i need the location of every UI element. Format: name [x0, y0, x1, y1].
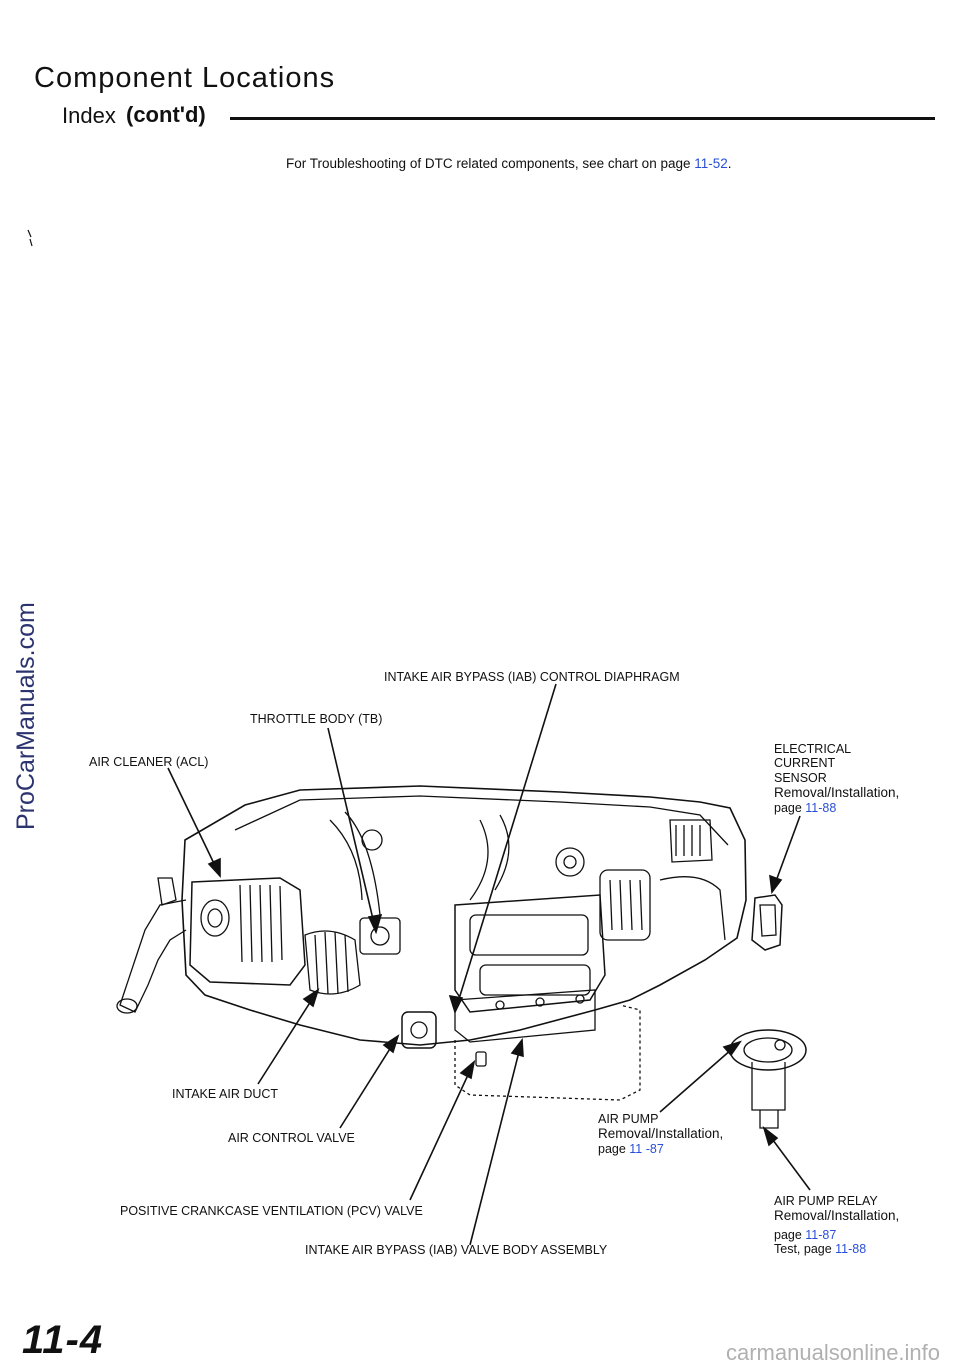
label-throttle-body: THROTTLE BODY (TB)	[250, 712, 383, 726]
label-air-control-valve: AIR CONTROL VALVE	[228, 1131, 355, 1145]
footer-watermark: carmanualsonline.info	[726, 1340, 941, 1365]
relay-test-label: Test, page	[774, 1242, 836, 1257]
air-pump-relay-callout: AIR PUMP RELAY Removal/Installation, pag…	[774, 1194, 899, 1257]
ecs-line1: ELECTRICAL	[774, 742, 852, 756]
header-rule	[230, 117, 935, 120]
ecs-page-label: page	[774, 800, 806, 815]
ecs-line3: SENSOR	[774, 770, 827, 785]
air-pump-label: AIR PUMP	[598, 1112, 659, 1126]
ecs-page-link[interactable]: 11-88	[805, 800, 837, 815]
relay-removal-label: Removal/Installation,	[774, 1208, 900, 1224]
label-pcv-valve: POSITIVE CRANKCASE VENTILATION (PCV) VAL…	[120, 1204, 423, 1218]
ecs-removal-label: Removal/Installation,	[774, 785, 900, 801]
air-pump-callout: AIR PUMP Removal/Installation, page 11 -…	[598, 1112, 723, 1156]
air-pump-page-link[interactable]: 11 -87	[629, 1141, 664, 1156]
relay-test-link[interactable]: 11-88	[835, 1242, 867, 1257]
relay-page-label: page	[774, 1227, 806, 1242]
ecs-line2: CURRENT	[774, 756, 836, 771]
dtc-note-end: .	[727, 156, 732, 171]
label-intake-air-duct: INTAKE AIR DUCT	[172, 1087, 279, 1101]
air-pump-relay-label: AIR PUMP RELAY	[774, 1194, 878, 1208]
dtc-note-page-link[interactable]: 11-52	[694, 156, 728, 171]
label-air-cleaner: AIR CLEANER (ACL)	[89, 755, 209, 769]
page-title: Component Locations	[34, 62, 336, 94]
label-iab-valve-body: INTAKE AIR BYPASS (IAB) VALVE BODY ASSEM…	[305, 1243, 608, 1257]
index-label: Index	[62, 103, 116, 128]
air-pump-removal-label: Removal/Installation,	[598, 1126, 724, 1142]
contd-label: (cont'd)	[126, 102, 206, 127]
air-pump-page-label: page	[598, 1141, 630, 1156]
page-number: 11-4	[22, 1318, 104, 1362]
dtc-note-text: For Troubleshooting of DTC related compo…	[286, 156, 695, 171]
dtc-note: For Troubleshooting of DTC related compo…	[286, 156, 732, 171]
ecs-callout: ELECTRICAL CURRENT SENSOR Removal/Instal…	[774, 742, 899, 815]
relay-page-link[interactable]: 11-87	[805, 1227, 837, 1242]
label-iab-control-diaphragm: INTAKE AIR BYPASS (IAB) CONTROL DIAPHRAG…	[384, 670, 680, 684]
